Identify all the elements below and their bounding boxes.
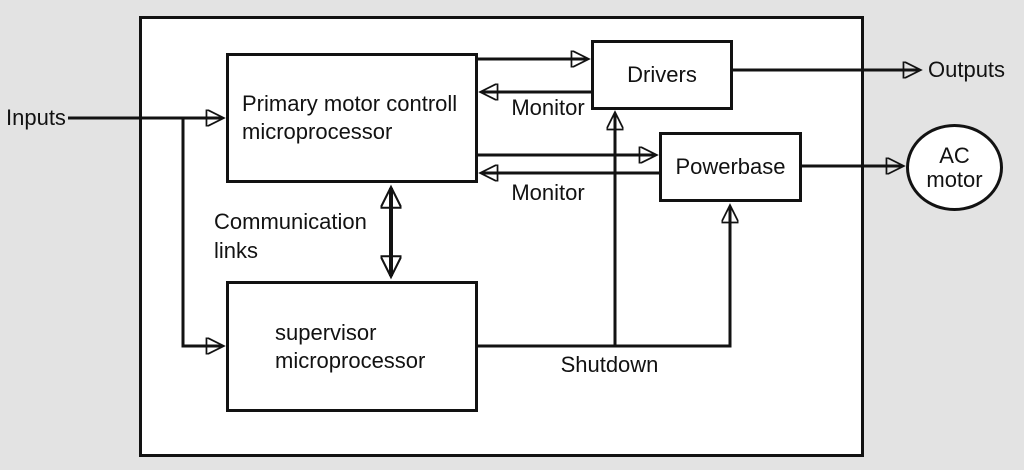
communication-links-label-line2: links [214, 238, 259, 263]
node-primary-label-line1: Primary motor controll [242, 91, 458, 116]
node-drivers-label: Drivers [627, 62, 697, 87]
communication-links-label: Communication links [214, 207, 386, 265]
shutdown-label: Shutdown [560, 352, 659, 377]
inputs-label: Inputs [6, 105, 66, 130]
node-powerbase-label: Powerbase [675, 154, 786, 179]
communication-links-label-line1: Communication [214, 209, 367, 234]
node-drivers: Drivers [591, 40, 733, 110]
node-primary-label-line2: microprocessor [242, 119, 393, 144]
node-ac-motor: AC motor [906, 124, 1003, 211]
monitor-label-powerbase: Monitor [511, 180, 585, 205]
node-primary-motor-control-microprocessor: Primary motor controll microprocessor [226, 53, 478, 183]
monitor-label-drivers: Monitor [511, 95, 585, 120]
node-supervisor-microprocessor: supervisor microprocessor [226, 281, 478, 412]
node-supervisor-label-line2: microprocessor [275, 347, 426, 373]
node-ac-motor-label-line2: motor [926, 166, 983, 192]
node-powerbase: Powerbase [659, 132, 802, 202]
outputs-label: Outputs [928, 57, 1006, 82]
node-supervisor-label-line1: supervisor [275, 319, 377, 345]
node-ac-motor-label-line1: AC [939, 142, 970, 168]
